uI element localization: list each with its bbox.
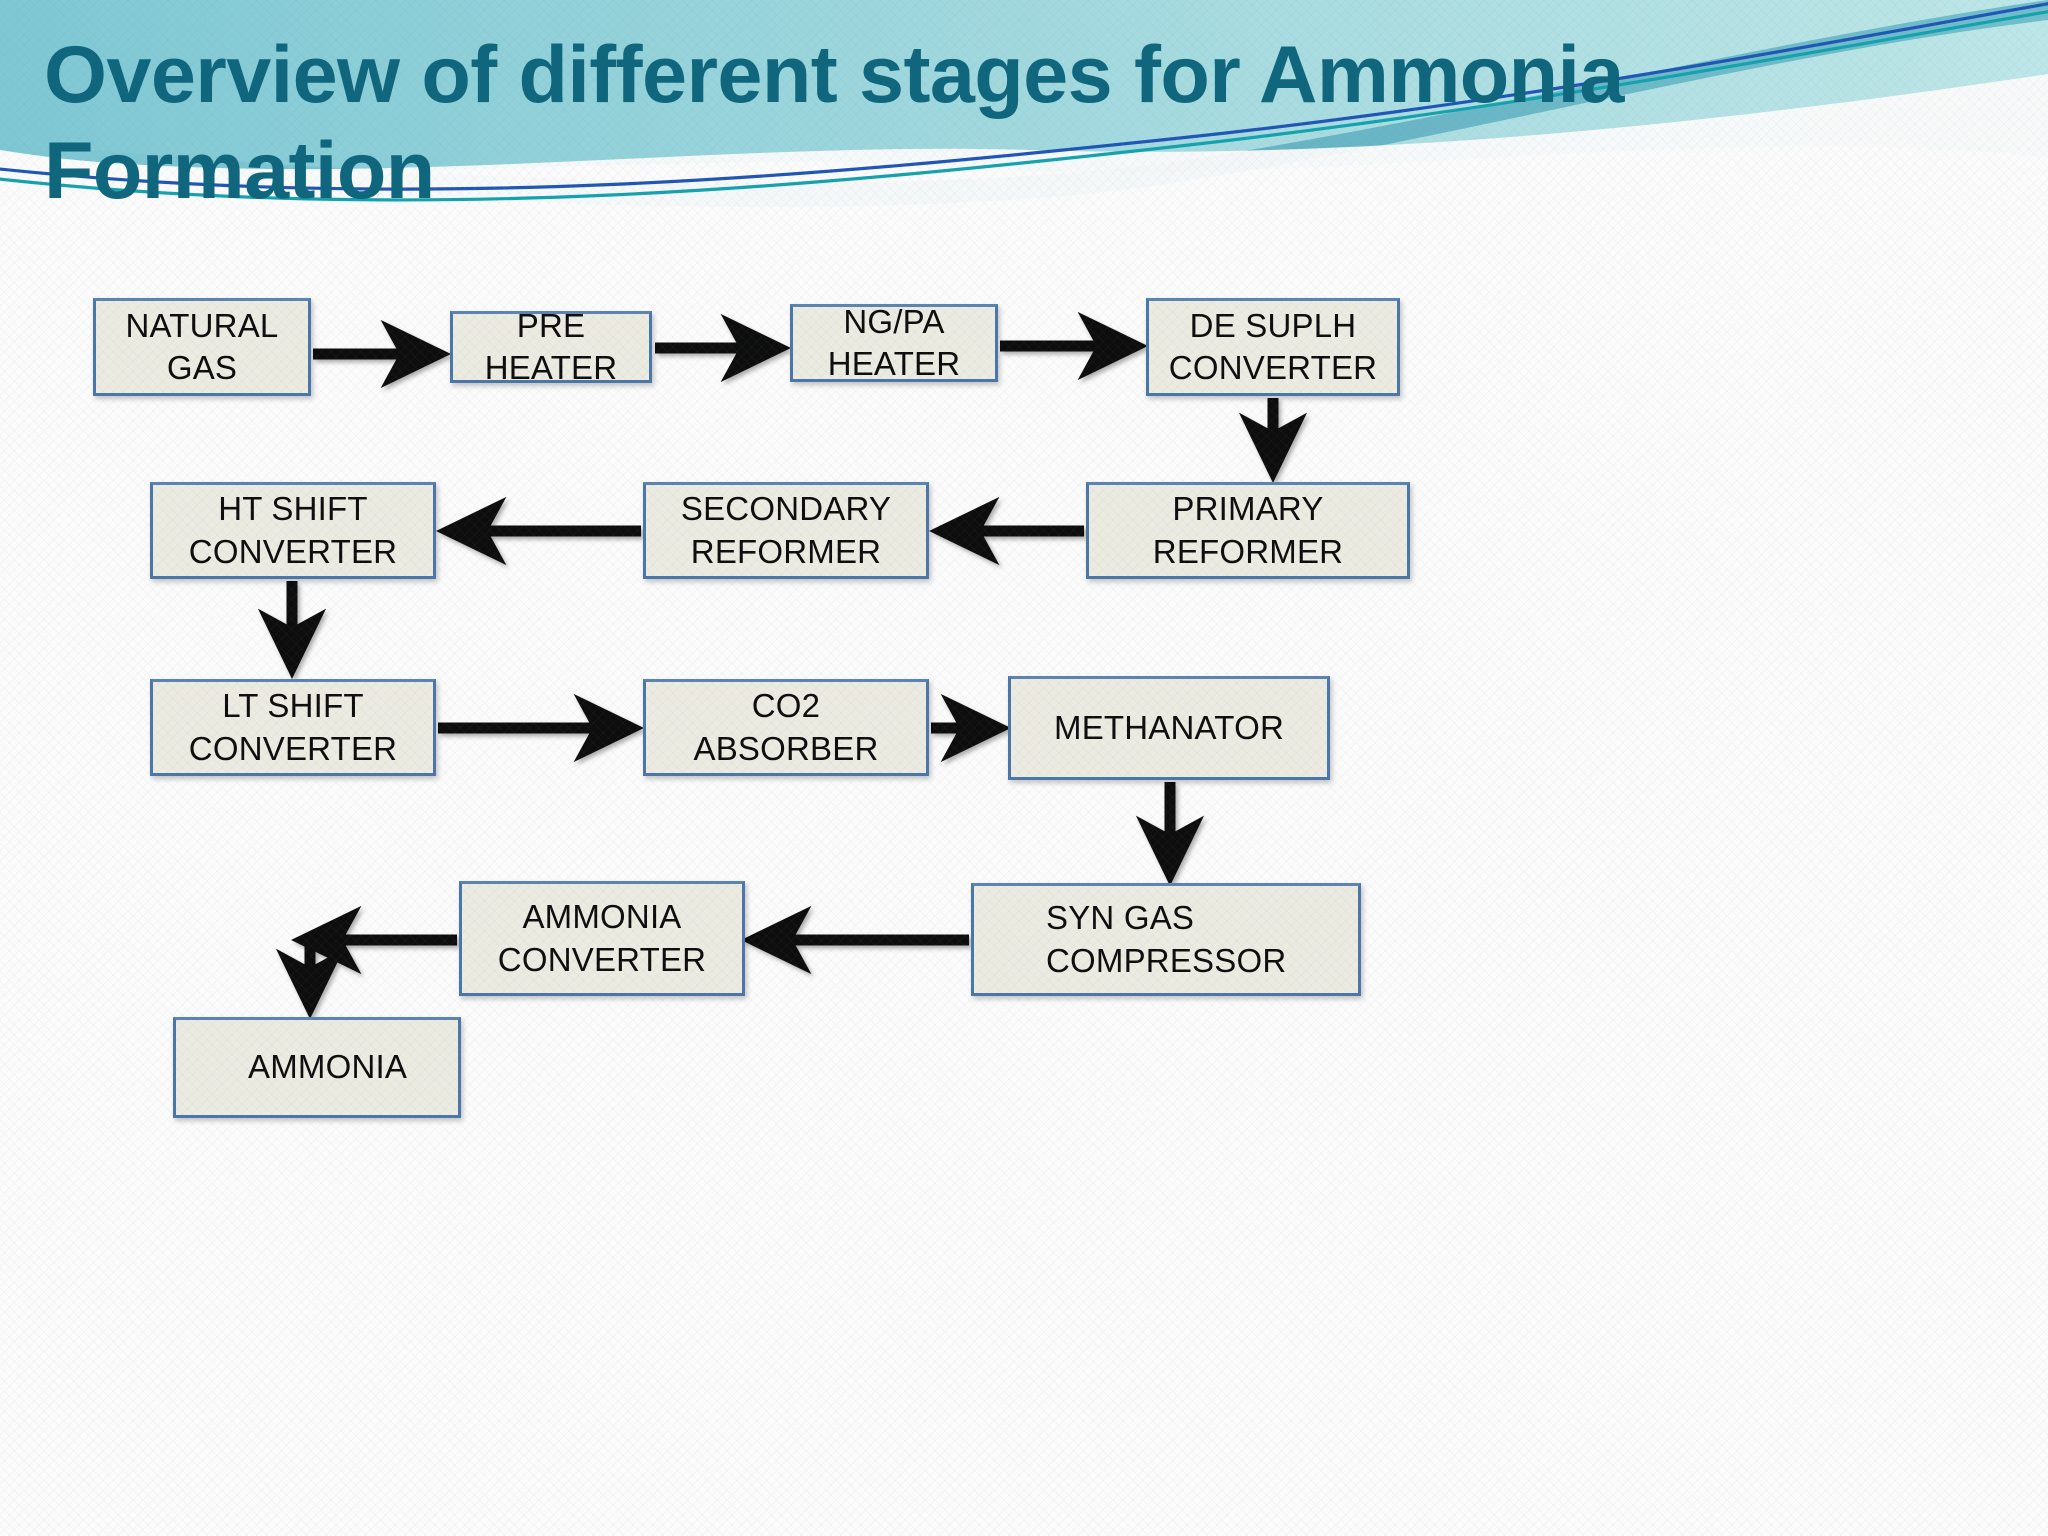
page-title: Overview of different stages for Ammonia… <box>44 30 1624 216</box>
node-label: HT SHIFT CONVERTER <box>188 490 398 570</box>
node-lt-shift-converter[interactable]: LT SHIFT CONVERTER <box>150 679 436 776</box>
node-label: DE SUPLH CONVERTER <box>1168 306 1378 386</box>
node-ng-pa-heater[interactable]: NG/PA HEATER <box>790 302 998 382</box>
node-label: AMMONIA <box>248 1048 408 1086</box>
node-label: NATURAL GAS <box>125 306 279 386</box>
decorative-banner <box>0 0 2048 250</box>
node-ht-shift-converter[interactable]: HT SHIFT CONVERTER <box>150 482 436 579</box>
node-secondary-reformer[interactable]: SECONDARY REFORMER <box>643 482 929 579</box>
node-co2-absorber[interactable]: CO2 ABSORBER <box>643 679 929 776</box>
node-pre-heater[interactable]: PRE HEATER <box>450 307 652 386</box>
banner-teal-field <box>0 0 2048 173</box>
node-label: SYN GAS COMPRESSOR <box>1046 899 1287 979</box>
node-label: CO2 ABSORBER <box>693 687 879 767</box>
node-methanator[interactable]: METHANATOR <box>1008 676 1330 780</box>
node-syn-gas-compressor[interactable]: SYN GAS COMPRESSOR <box>971 883 1361 996</box>
node-label: LT SHIFT CONVERTER <box>188 687 398 767</box>
node-de-suplh-converter[interactable]: DE SUPLH CONVERTER <box>1146 298 1400 396</box>
banner-accent-line-blue <box>0 2 2048 191</box>
node-label: METHANATOR <box>1054 708 1284 746</box>
banner-accent-line-cyan <box>0 10 2048 202</box>
node-label: SECONDARY REFORMER <box>680 490 892 570</box>
node-ammonia[interactable]: AMMONIA <box>173 1017 461 1118</box>
node-ammonia-converter[interactable]: AMMONIA CONVERTER <box>459 881 745 996</box>
node-primary-reformer[interactable]: PRIMARY REFORMER <box>1086 482 1410 579</box>
node-label: PRIMARY REFORMER <box>1152 490 1344 570</box>
node-label: AMMONIA CONVERTER <box>497 898 707 978</box>
node-label: PRE HEATER <box>484 306 618 386</box>
node-label: NG/PA HEATER <box>827 302 961 382</box>
node-natural-gas[interactable]: NATURAL GAS <box>93 298 311 396</box>
